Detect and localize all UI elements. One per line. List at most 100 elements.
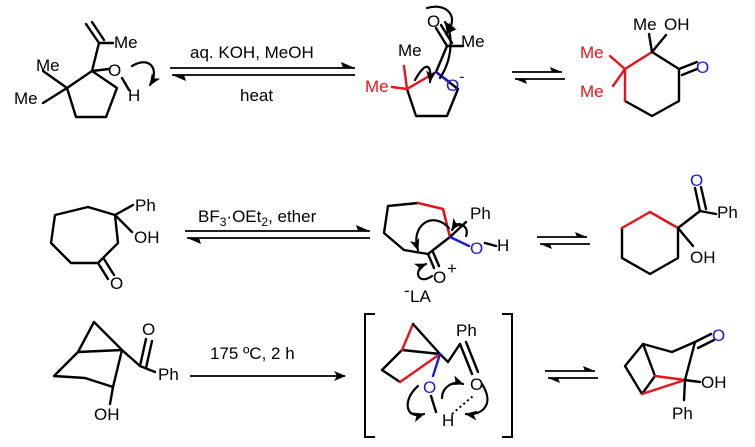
methyl-label: Me: [365, 77, 389, 96]
alkoxide-oxygen: O: [446, 76, 459, 95]
oxonium-oxygen: O: [433, 268, 446, 287]
migrating-bond: [416, 201, 445, 211]
methyl-label: Me: [633, 15, 657, 34]
arrow-head: [540, 244, 552, 249]
methyl-bond: [608, 54, 627, 71]
ketone-bond: [699, 185, 708, 211]
bridge-bond: [411, 322, 442, 356]
methyl-bond: [41, 69, 69, 90]
hydroxyl-hydrogen: H: [128, 86, 140, 105]
arrow-head: [515, 79, 527, 84]
ketone-bond: [144, 339, 154, 370]
negative-charge: -: [459, 67, 465, 86]
methyl-bond: [611, 67, 627, 88]
phenyl-label: Ph: [717, 203, 738, 222]
ring-bond: [683, 340, 697, 382]
migrating-bond: [398, 352, 442, 384]
row3-product: O OH Ph: [623, 326, 727, 423]
arrow-head: [187, 238, 201, 244]
carbonyl-oxygen: O: [427, 12, 440, 31]
curved-arrow: [464, 382, 489, 421]
carbonyl-bond: [84, 22, 101, 45]
right-bracket: [502, 313, 513, 438]
arrow-head: [341, 62, 355, 68]
hydroxyl-label: OH: [664, 15, 690, 34]
cyclopentane-ring: [405, 70, 460, 118]
ring-expansion-bond: [653, 374, 687, 382]
arrow-head: [575, 232, 587, 237]
row1-equilibrium-arrow: aq. KOH, MeOH heat: [170, 43, 355, 105]
curved-arrow: [413, 262, 434, 281]
acyl-bond: [90, 41, 101, 73]
row3-equilibrium-short: [545, 366, 598, 383]
positive-charge: +: [447, 259, 457, 278]
ring-expansion-bond: [620, 210, 652, 230]
hydroxyl-bond: [113, 213, 134, 234]
oh-bond: [429, 394, 438, 414]
curved-arrow: [413, 65, 437, 84]
migrating-bond: [441, 207, 452, 239]
methyl-label: Me: [36, 56, 60, 75]
acyl-bond: [446, 342, 462, 364]
methyl-label: Me: [461, 32, 485, 51]
row3-reaction-arrow: 175 ºC, 2 h: [190, 344, 346, 381]
acyl-bond: [676, 209, 702, 230]
hydroxyl-hydrogen: H: [442, 411, 454, 430]
hydroxyl-label: OH: [134, 228, 160, 247]
reaction-conditions: aq. KOH, MeOH: [190, 43, 314, 62]
oh-bond: [483, 241, 498, 248]
ketone-oxygen: O: [142, 320, 155, 339]
row2-equilibrium-arrow: BF3·OEt2, ether: [185, 207, 370, 244]
row3-starting-material: O Ph OH: [52, 320, 179, 424]
arrow-head: [548, 378, 560, 383]
norbornane-ring: [52, 348, 124, 389]
ketone-oxygen: O: [712, 326, 725, 345]
row1-intermediate: Me Me Me O O -: [365, 5, 485, 118]
phenyl-label: Ph: [470, 204, 491, 223]
ring-expansion-bond: [648, 210, 680, 230]
ketone-bond: [693, 186, 702, 213]
hydroxyl-bond: [431, 352, 442, 378]
curved-arrow: [440, 375, 465, 400]
phenyl-bond: [113, 203, 135, 217]
methyl-label: Me: [580, 82, 604, 101]
hydroxyl-oxygen: O: [423, 378, 436, 397]
acyl-bond: [434, 44, 449, 74]
arrow-head: [550, 67, 562, 72]
migrating-bond: [400, 322, 415, 352]
hydroxyl-bond: [683, 378, 702, 384]
acyl-bond: [120, 348, 142, 368]
carbonyl-bond: [90, 20, 106, 42]
methyl-label: Me: [114, 33, 138, 52]
cycloheptanone-ring: [49, 205, 120, 265]
hydroxyl-bond: [650, 33, 668, 54]
cyclohexanone-ring: [623, 50, 681, 118]
row2-intermediate: Ph O H O + - LA: [382, 201, 509, 306]
negative-charge: -: [404, 281, 410, 300]
hydroxyl-bond: [90, 67, 111, 73]
hydroxyl-bond: [448, 235, 471, 248]
hydroxyl-oxygen: O: [108, 61, 121, 80]
methyl-bond: [647, 32, 654, 54]
bicyclooctane-ring: [641, 340, 697, 354]
ring-expansion-bond: [623, 50, 654, 71]
bridge-bond: [76, 320, 96, 354]
row1-equilibrium-short: [512, 67, 565, 84]
phenyl-label: Ph: [158, 365, 179, 384]
row1-product: Me OH Me Me O: [580, 15, 709, 118]
oxonium-bond: [426, 252, 436, 270]
hydroxyl-oxygen: O: [470, 239, 483, 258]
ketone-bond: [96, 261, 110, 281]
phenyl-label: Ph: [456, 321, 477, 340]
row2-starting-material: Ph OH O: [49, 196, 160, 293]
arrow-head: [172, 75, 186, 81]
ketone-bond: [693, 332, 713, 344]
methyl-bond: [390, 85, 409, 91]
acyl-bond: [438, 352, 450, 364]
phenyl-label: Ph: [672, 404, 693, 423]
curved-arrow: [450, 217, 468, 238]
ketone-bond: [458, 342, 474, 376]
bicyclooctane-ring: [623, 342, 657, 396]
methyl-bond: [41, 86, 69, 105]
